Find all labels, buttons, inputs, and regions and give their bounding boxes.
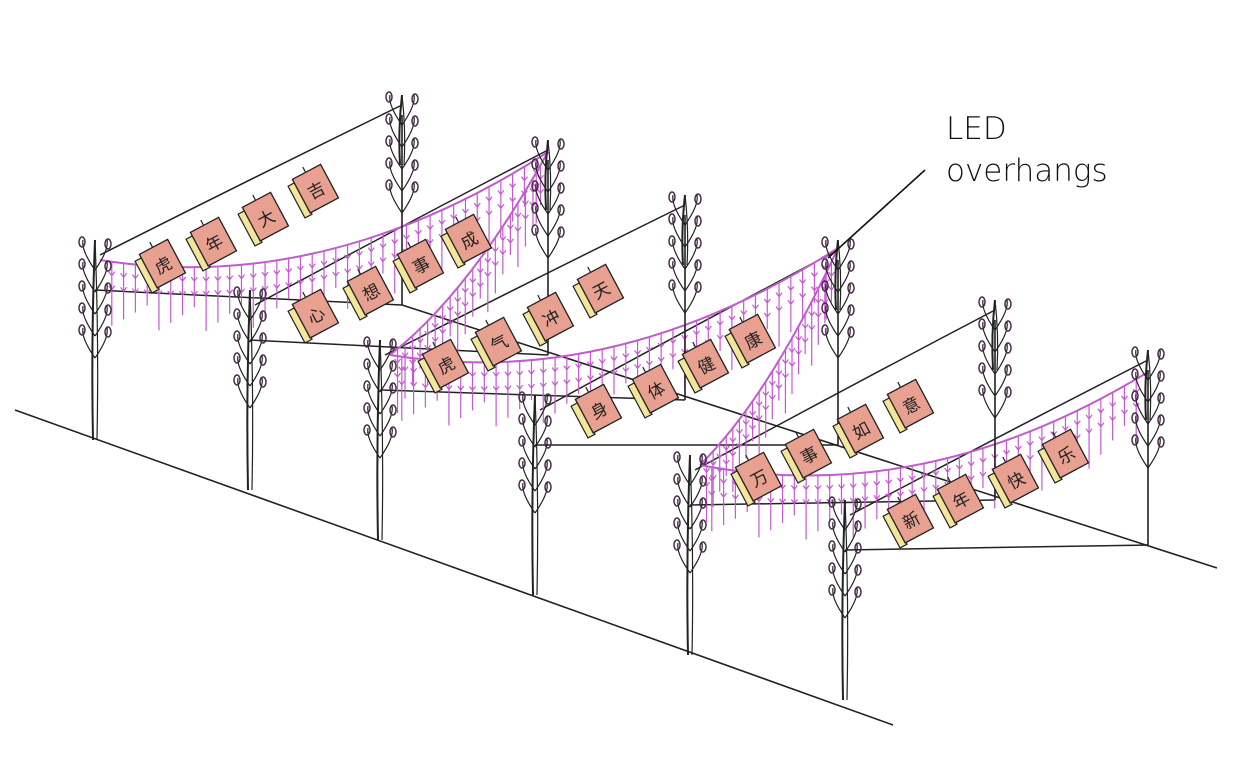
lantern: 心: [287, 288, 340, 344]
lantern: 大: [237, 191, 290, 247]
lantern: 事: [780, 428, 833, 484]
back-tree: [821, 236, 855, 359]
annotation-leader-line: [827, 169, 926, 259]
back-tree: [978, 296, 1012, 419]
lantern: 意: [882, 378, 935, 434]
lantern: 事: [392, 238, 445, 294]
led-overhang: [389, 151, 549, 413]
led-overhangs-label: LED overhangs: [946, 111, 1108, 189]
lantern: 年: [185, 216, 238, 272]
back-tree: [668, 191, 702, 314]
lantern: 冲: [522, 291, 575, 347]
lantern: 吉: [287, 163, 340, 219]
lantern: 虎: [417, 338, 470, 394]
lantern: 如: [832, 403, 885, 459]
lantern: 乐: [1037, 428, 1090, 484]
back-tree: [1131, 346, 1165, 469]
lantern: 天: [572, 263, 625, 319]
back-tree: [385, 91, 419, 214]
front-tree: [233, 286, 267, 491]
back-tree: [531, 136, 565, 259]
front-tree: [518, 391, 552, 596]
lantern: 年: [932, 473, 985, 529]
lantern: 快: [987, 453, 1040, 509]
front-tree: [673, 451, 707, 656]
trees: [78, 91, 1165, 701]
front-tree: [78, 236, 112, 441]
lantern: 体: [627, 363, 680, 419]
led-overhang: [699, 247, 839, 523]
lantern: 万: [730, 451, 783, 507]
lantern: 虎: [134, 238, 187, 294]
lantern: 成: [440, 213, 493, 269]
lantern: 康: [724, 313, 777, 369]
lantern: 气: [470, 316, 523, 372]
lantern: 想: [342, 265, 395, 321]
front-tree: [828, 496, 862, 701]
lantern: 健: [677, 338, 730, 394]
lantern: 身: [570, 383, 623, 439]
front-tree: [363, 336, 397, 541]
lantern: 新: [882, 493, 935, 549]
